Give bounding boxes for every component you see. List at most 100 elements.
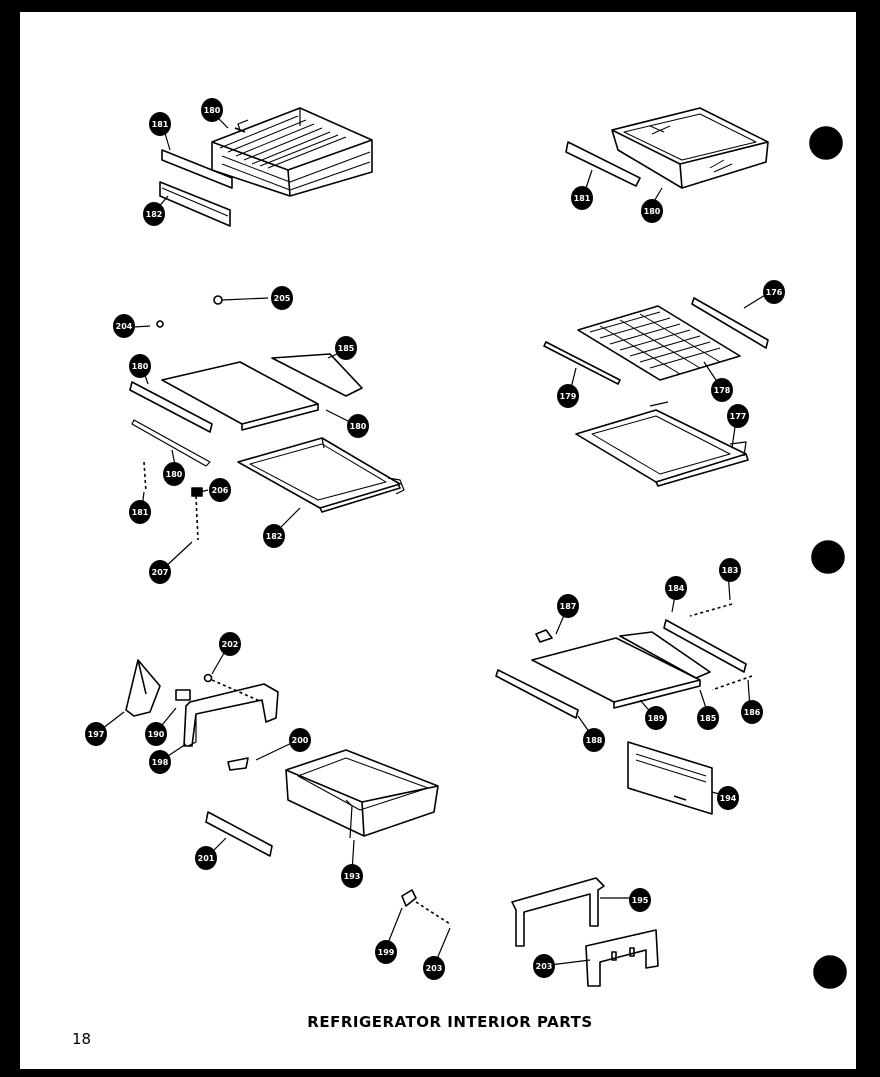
bottom-bracket-group: [401, 877, 659, 987]
callout-184: 184: [665, 576, 687, 600]
callout-label: 177: [730, 412, 747, 421]
door-panel-group: [627, 741, 713, 815]
callout-180: 180: [347, 414, 369, 438]
callout-label: 204: [116, 322, 133, 331]
callout-186: 186: [741, 700, 763, 724]
callout-182: 182: [143, 202, 165, 226]
scan-border-left: [0, 0, 20, 1077]
wire-shelf-group: [543, 297, 769, 487]
callout-204: 204: [113, 314, 135, 338]
meat-pan-assembly: [125, 659, 439, 857]
callout-balloons: 180 181 182 181 180 205 204 180 185 180 180 181 206 1…: [85, 98, 785, 980]
crisper-pan-group: [565, 107, 769, 189]
callout-203: 203: [533, 954, 555, 978]
callout-194: 194: [717, 786, 739, 810]
callout-187: 187: [557, 594, 579, 618]
glass-shelf-group-right: [495, 603, 753, 719]
glass-shelf-front: [495, 669, 579, 719]
callout-label: 194: [720, 794, 737, 803]
callout-201: 201: [195, 846, 217, 870]
callout-label: 188: [586, 736, 603, 745]
callout-189: 189: [645, 706, 667, 730]
callout-label: 195: [632, 896, 649, 905]
callout-label: 186: [744, 708, 761, 717]
callout-label: 206: [212, 486, 229, 495]
callout-label: 200: [292, 736, 309, 745]
callout-label: 193: [344, 872, 361, 881]
callout-198: 198: [149, 750, 171, 774]
callout-178: 178: [711, 378, 733, 402]
callout-185: 185: [697, 706, 719, 730]
page-title: REFRIGERATOR INTERIOR PARTS: [307, 1013, 593, 1031]
binder-hole-middle: [811, 540, 845, 574]
callout-195: 195: [629, 888, 651, 912]
meat-pan: [285, 749, 439, 837]
callout-200: 200: [289, 728, 311, 752]
callout-206: 206: [209, 478, 231, 502]
callout-label: 180: [132, 362, 149, 371]
callout-202: 202: [219, 632, 241, 656]
callout-181: 181: [129, 500, 151, 524]
callout-label: 203: [536, 962, 553, 971]
callout-203: 203: [423, 956, 445, 980]
glass-shelf-trim: [619, 631, 711, 679]
binder-hole-top: [809, 126, 843, 160]
trim-strip: [271, 353, 363, 397]
scan-border-bottom: [0, 1069, 880, 1077]
callout-label: 197: [88, 730, 105, 739]
callout-180: 180: [201, 98, 223, 122]
shelf-frame: [237, 437, 401, 509]
callout-197: 197: [85, 722, 107, 746]
callout-label: 185: [700, 714, 717, 723]
callout-205: 205: [271, 286, 293, 310]
basket-rail-lower: [159, 181, 231, 227]
callout-label: 182: [266, 532, 283, 541]
callout-177: 177: [727, 404, 749, 428]
callout-182: 182: [263, 524, 285, 548]
scan-border-right: [856, 0, 880, 1077]
callout-181: 181: [149, 112, 171, 136]
bracket-frame: [511, 877, 605, 947]
callout-label: 189: [648, 714, 665, 723]
callout-label: 180: [166, 470, 183, 479]
callout-label: 207: [152, 568, 169, 577]
callout-label: 199: [378, 948, 395, 957]
scan-border-top: [0, 0, 880, 12]
callout-180: 180: [129, 354, 151, 378]
callout-180: 180: [641, 199, 663, 223]
callout-label: 180: [644, 207, 661, 216]
callout-label: 181: [152, 120, 169, 129]
wire-shelf-frame: [575, 409, 747, 483]
glass-shelf-rail: [663, 619, 747, 673]
leader-lines: [97, 111, 771, 967]
callout-label: 179: [560, 392, 577, 401]
binder-hole-bottom: [813, 955, 847, 989]
callout-label: 205: [274, 294, 291, 303]
callout-183: 183: [719, 558, 741, 582]
callout-label: 181: [132, 508, 149, 517]
callout-label: 176: [766, 288, 783, 297]
callout-label: 180: [350, 422, 367, 431]
wire-shelf-rail-rear: [691, 297, 769, 349]
callout-label: 201: [198, 854, 215, 863]
callout-185: 185: [335, 336, 357, 360]
callout-181: 181: [571, 186, 593, 210]
callout-label: 180: [204, 106, 221, 115]
callout-label: 190: [148, 730, 165, 739]
callout-label: 182: [146, 210, 163, 219]
callout-label: 184: [668, 584, 685, 593]
callout-176: 176: [763, 280, 785, 304]
callout-207: 207: [149, 560, 171, 584]
callout-193: 193: [341, 864, 363, 888]
glass-shelf-assembly-left: [129, 295, 405, 541]
callout-label: 181: [574, 194, 591, 203]
callout-label: 178: [714, 386, 731, 395]
pan-cover-frame: [183, 683, 279, 747]
crisper-rail: [565, 141, 641, 187]
callout-label: 203: [426, 964, 443, 973]
page-number: 18: [72, 1030, 92, 1048]
callout-label: 185: [338, 344, 355, 353]
callout-label: 202: [222, 640, 239, 649]
